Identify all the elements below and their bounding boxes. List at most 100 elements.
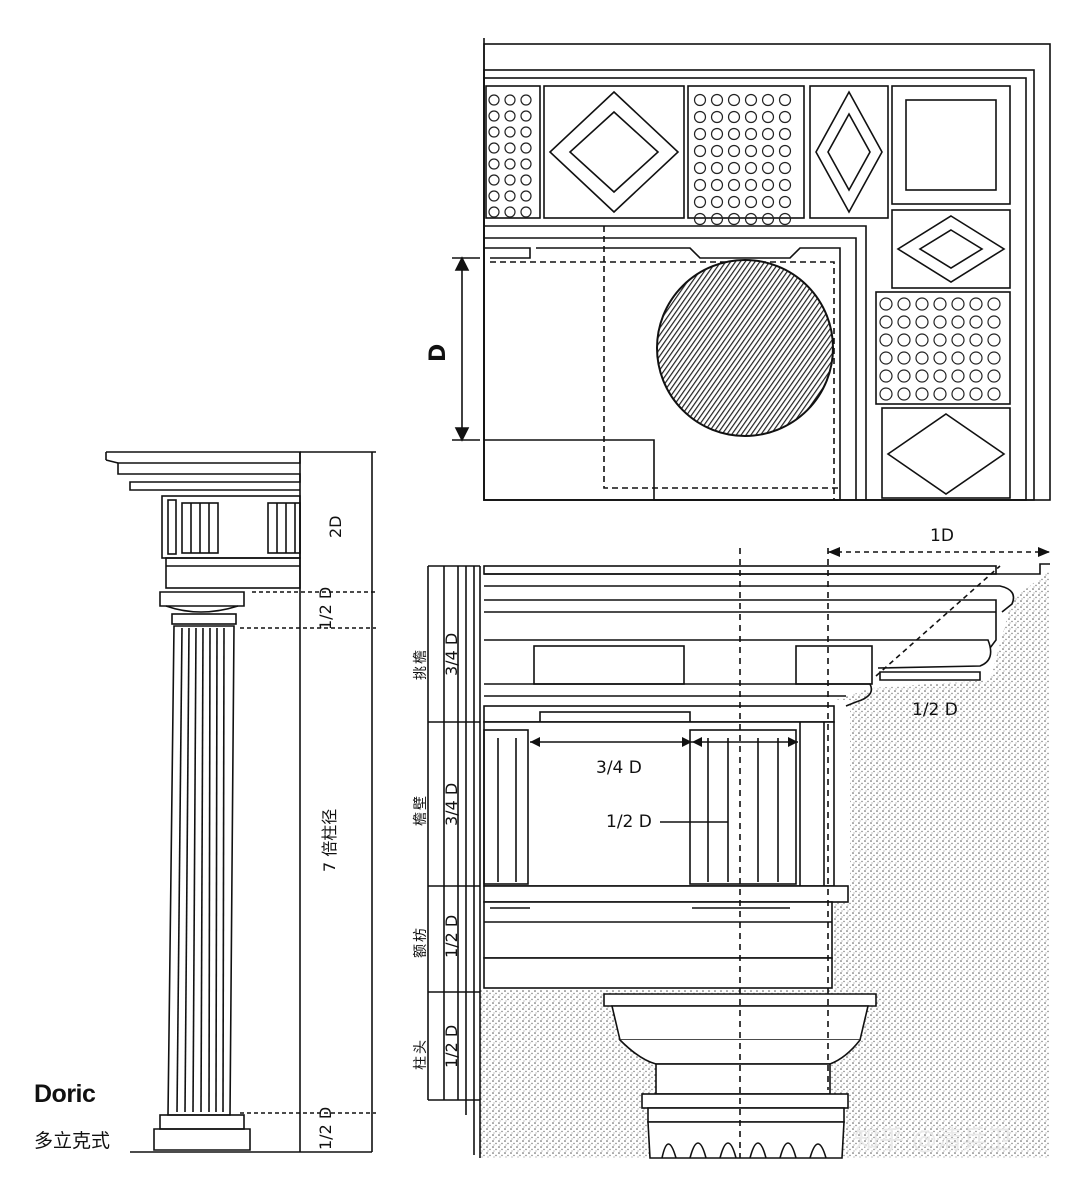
detail-dim-metope: 3/4 D (596, 758, 642, 778)
rosette-dot (710, 127, 724, 141)
rosette-dot (951, 315, 965, 329)
rosette-dot (504, 174, 516, 186)
rosette-dot (915, 387, 929, 401)
rosette-dot (488, 110, 500, 122)
rosette-dot (879, 369, 893, 383)
rosette-dot (488, 142, 500, 154)
rosette-dot (879, 351, 893, 365)
triglyph-left (483, 729, 529, 885)
side-name-cornice: 挑檐 (413, 648, 429, 680)
rosette-dot (710, 212, 724, 226)
rosette-dot (488, 158, 500, 170)
title-english: Doric (34, 1080, 96, 1108)
rosette-dot (488, 94, 500, 106)
rosette-dot (520, 158, 532, 170)
rosette-dot (969, 369, 983, 383)
rosette-dot (933, 315, 947, 329)
rosette-dot (504, 190, 516, 202)
column-elevation (105, 451, 376, 1153)
rosette-dot (778, 178, 792, 192)
plan-coffer-rosettes-3 (875, 291, 1011, 405)
rosette-dot (879, 297, 893, 311)
column-dim-base: 1/2 D (316, 1106, 335, 1150)
column-cornice (106, 451, 301, 491)
column-dim-capital: 1/2 D (316, 586, 335, 630)
side-dim-frieze: 3/4 D (442, 782, 461, 826)
rosette-dot (761, 93, 775, 107)
rosette-dot (933, 369, 947, 383)
rosette-dot (693, 127, 707, 141)
column-architrave (165, 557, 301, 589)
rosette-dot (504, 142, 516, 154)
entablature-detail-lines (427, 548, 1050, 1159)
rosette-dot (727, 127, 741, 141)
rosette-dot (504, 158, 516, 170)
rosette-dot (727, 195, 741, 209)
rosette-dot (520, 126, 532, 138)
plan-diameter-dimension (452, 256, 480, 442)
rosette-dot (744, 144, 758, 158)
rosette-dot (969, 315, 983, 329)
rosette-dot (778, 212, 792, 226)
rosette-dot (693, 144, 707, 158)
side-dim-capital: 1/2 D (442, 1024, 461, 1068)
rosette-dot (761, 178, 775, 192)
rosette-dot (761, 110, 775, 124)
rosette-dot (987, 333, 1001, 347)
rosette-dot (488, 174, 500, 186)
rosette-dot (727, 178, 741, 192)
rosette-dot (915, 369, 929, 383)
detail-arrows (530, 547, 1050, 747)
rosette-dot (504, 94, 516, 106)
rosette-dot (987, 297, 1001, 311)
rosette-dot (778, 161, 792, 175)
column-base (159, 1114, 245, 1130)
rosette-dot (727, 93, 741, 107)
side-dim-architrave: 1/2 D (442, 914, 461, 958)
plan-coffer-diamond-4 (881, 407, 1011, 499)
rosette-dot (727, 161, 741, 175)
column-capital (159, 591, 245, 607)
plan-coffer-rosettes-1 (485, 85, 541, 219)
rosette-dot (987, 351, 1001, 365)
rosette-dot (693, 93, 707, 107)
rosette-dot (744, 93, 758, 107)
rosette-dot (693, 161, 707, 175)
rosette-dot (897, 369, 911, 383)
rosette-dot (897, 351, 911, 365)
rosette-dot (951, 297, 965, 311)
rosette-dot (727, 144, 741, 158)
rosette-dot (778, 93, 792, 107)
rosette-dot (504, 206, 516, 218)
side-name-frieze: 檐壁 (413, 794, 429, 826)
plan-coffer-diamond-1 (543, 85, 685, 219)
detail-dim-overhang: 1D (930, 526, 954, 546)
rosette-dot (778, 110, 792, 124)
rosette-dot (879, 315, 893, 329)
rosette-dot (744, 127, 758, 141)
rosette-dot (969, 387, 983, 401)
rosette-dot (504, 126, 516, 138)
rosette-dot (488, 126, 500, 138)
rosette-dot (520, 206, 532, 218)
rosette-dot (915, 315, 929, 329)
side-dim-cornice: 3/4 D (442, 632, 461, 676)
rosette-dot (897, 315, 911, 329)
rosette-dot (969, 351, 983, 365)
rosette-dot (761, 195, 775, 209)
rosette-dot (933, 351, 947, 365)
detail-dim-soffit: 1/2 D (912, 700, 958, 720)
column-dim-entablature: 2D (326, 515, 345, 539)
rosette-dot (951, 351, 965, 365)
rosette-dot (897, 333, 911, 347)
rosette-dot (520, 110, 532, 122)
rosette-dot (969, 297, 983, 311)
rosette-dot (933, 387, 947, 401)
rosette-dot (488, 190, 500, 202)
plan-coffer-plain (891, 85, 1011, 205)
side-name-capital: 柱头 (413, 1038, 429, 1070)
rosette-dot (710, 110, 724, 124)
rosette-dot (987, 369, 1001, 383)
rosette-dot (933, 297, 947, 311)
